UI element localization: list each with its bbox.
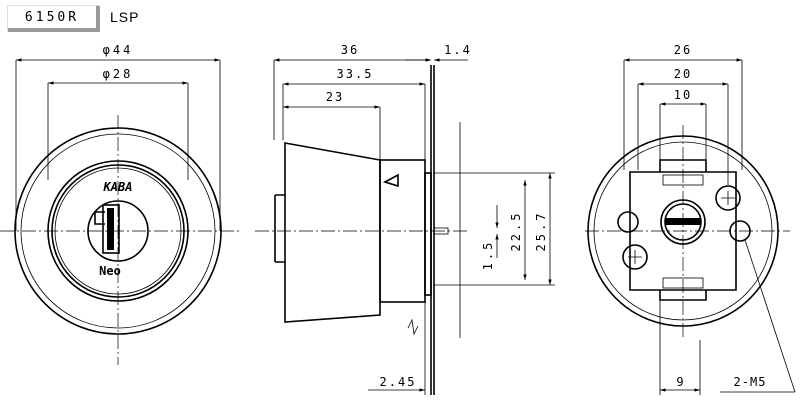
dim-total-length: 36 (341, 43, 359, 57)
dim-inner-dia: φ28 (103, 67, 134, 81)
model-code: 6150R (24, 9, 80, 25)
dim-width-26: 26 (674, 43, 692, 57)
dim-flange: 1.4 (444, 43, 472, 57)
dim-screw: 2-M5 (734, 375, 767, 389)
dim-front-length: 23 (326, 90, 344, 104)
dim-body-length: 33.5 (337, 67, 374, 81)
dim-offset-9: 9 (676, 375, 683, 389)
side-view: 36 1.4 33.5 23 25.7 22.5 1.5 2.45 (255, 43, 555, 395)
model-name: Neo (99, 264, 121, 278)
dim-width-10: 10 (674, 88, 692, 102)
dim-tail-width: 1.5 (481, 240, 495, 271)
model-variant: LSP (110, 9, 140, 25)
model-badge: 6150R (8, 6, 100, 32)
rear-view: 26 20 10 9 2-M5 (585, 43, 796, 395)
dim-tail-offset: 2.45 (380, 375, 417, 389)
dim-height-2: 25.7 (534, 211, 548, 252)
dim-width-20: 20 (674, 67, 692, 81)
dim-outer-dia: φ44 (103, 43, 134, 57)
front-view: φ44 φ28 KABA Neo (0, 43, 240, 365)
brand-logo: KABA (103, 180, 133, 194)
dim-height-1: 22.5 (509, 211, 523, 252)
